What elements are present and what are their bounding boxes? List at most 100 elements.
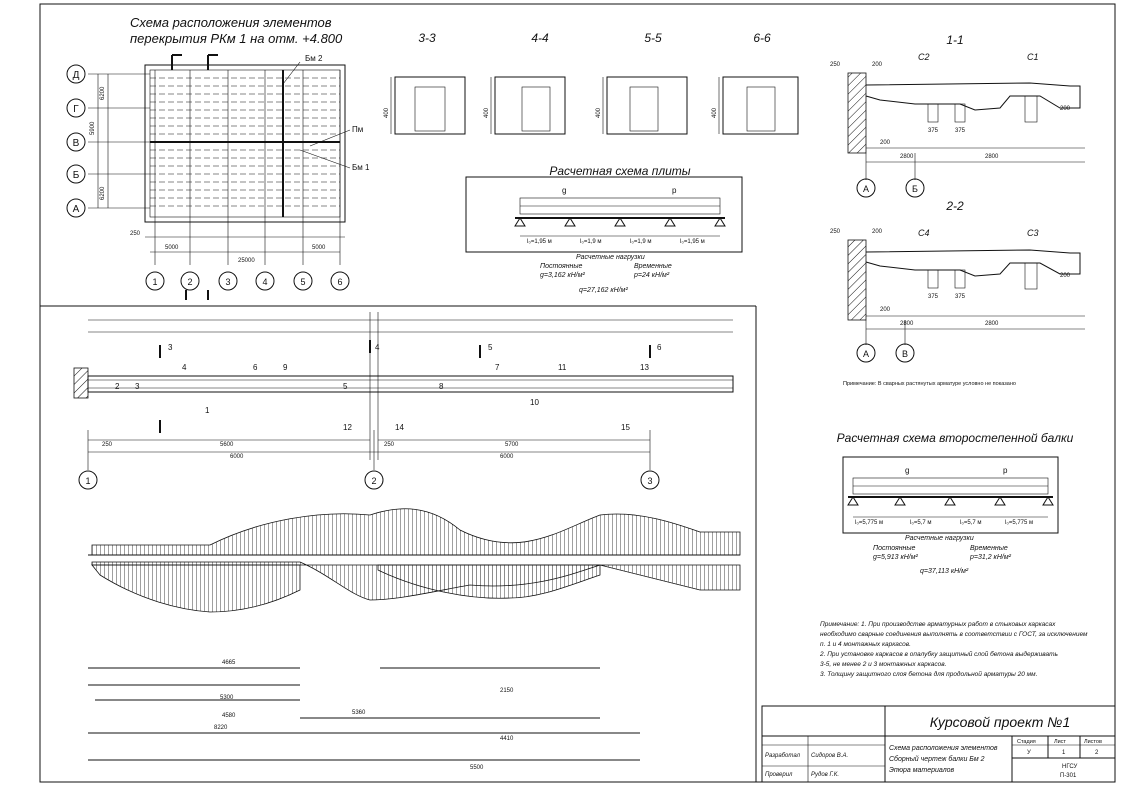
bar-dim: 4410 — [500, 736, 514, 742]
position-mark: 3 — [135, 382, 140, 391]
moment-envelope-top — [91, 508, 741, 556]
support — [564, 217, 576, 227]
bar-dim: 5500 — [470, 765, 484, 771]
beam-dim: 5600 — [220, 442, 234, 448]
position-mark: 4 — [182, 363, 187, 372]
slab-span: l₀=1,9 м — [630, 239, 651, 245]
cut-mark: 6 — [657, 343, 662, 352]
beam-axis-label: 2 — [371, 476, 376, 486]
beam-dim: 250 — [102, 442, 113, 448]
col-axis-bubble — [180, 271, 200, 291]
support — [614, 217, 626, 227]
sect11-label: С1 — [1027, 52, 1039, 62]
axis-bubble — [856, 178, 876, 198]
slab-total-load: q=27,162 кН/м² — [579, 287, 628, 294]
slab-mark: p — [672, 186, 677, 195]
position-mark: 7 — [495, 363, 500, 372]
material-diagram — [88, 508, 741, 613]
col-axis-label: 6 — [337, 277, 342, 287]
plan-rib-lines — [150, 77, 340, 207]
sect22-label: С4 — [918, 228, 930, 238]
support — [944, 496, 956, 506]
project-title: Курсовой проект №1 — [930, 714, 1070, 730]
wall-hatch — [847, 72, 867, 154]
slab-span: l₀=1,95 м — [527, 239, 552, 245]
section-1-1: 1-1 С2 С1 250 200 375 375 200 200 2800 2… — [830, 33, 1085, 198]
section-rib-66 — [746, 86, 776, 132]
support — [664, 217, 676, 227]
col-axis-bubble — [330, 271, 350, 291]
bar-dim: 2150 — [500, 688, 514, 694]
slab-perm-value: g=3,162 кН/м² — [540, 272, 586, 279]
moment-envelope-bottom2 — [377, 564, 601, 599]
position-mark: 2 — [115, 382, 120, 391]
beam-scheme: Расчетная схема второстепенной балки l₀=… — [837, 431, 1074, 575]
row-axis-bubble — [66, 98, 86, 118]
role-label: Проверил — [765, 772, 793, 778]
col-axis-label: 1 — [152, 277, 157, 287]
section-outline-44 — [494, 76, 566, 135]
note-line: 2. При установке каркасов в опалубку защ… — [819, 650, 1059, 658]
section-outline-33 — [394, 76, 466, 135]
plan-dim: 6200 — [100, 86, 106, 100]
slab-profile — [865, 82, 1081, 111]
sect11-dim: 200 — [872, 62, 883, 68]
support — [994, 496, 1006, 506]
sheet-frame — [39, 3, 1116, 783]
position-mark: 9 — [283, 363, 288, 372]
plan-dim: 6200 — [100, 186, 106, 200]
axis-label: Б — [912, 184, 918, 194]
sect22-dim: 200 — [880, 307, 891, 313]
col-axis-bubble — [293, 271, 313, 291]
sect11-label: С2 — [918, 52, 930, 62]
beam-dim: 6000 — [230, 454, 244, 460]
section-height: 400 — [484, 107, 490, 118]
sect11-dim: 2800 — [900, 154, 914, 160]
moment-envelope-bottom — [91, 564, 301, 613]
person-name: Сидоров В.А. — [811, 753, 848, 759]
position-mark: 11 — [558, 363, 567, 372]
bar-dim: 5300 — [220, 695, 234, 701]
support — [894, 496, 906, 506]
role-label: Разработал — [765, 753, 801, 759]
col-header: Лист — [1054, 739, 1066, 745]
beam-perm-value: g=5,913 кН/м² — [873, 554, 919, 561]
sect22-dim: 200 — [1060, 273, 1071, 279]
slab-scheme-frame — [465, 176, 743, 253]
sheets-value: 2 — [1095, 750, 1099, 756]
sect11-dim: 250 — [830, 62, 841, 68]
position-mark: 10 — [530, 398, 539, 407]
section-title: 6-6 — [753, 31, 771, 45]
section-2-2: 2-2 С4 С3 250 200 375 375 200 200 2800 2… — [830, 199, 1085, 363]
row-axis-label: А — [73, 204, 80, 215]
sect22-dim: 375 — [955, 294, 966, 300]
slab-span: l₀=1,95 м — [680, 239, 705, 245]
bar-dim: 5360 — [352, 710, 366, 716]
axis-label: А — [863, 184, 869, 194]
cross-sections: 3-3 4-4 5-5 6-6 400 400 400 400 — [384, 31, 799, 135]
sect22-title: 2-2 — [945, 199, 964, 213]
support — [714, 217, 726, 227]
cut-mark: 4 — [375, 343, 380, 352]
sect11-dim: 2800 — [985, 154, 999, 160]
beam-axis-bubble — [78, 470, 98, 490]
position-mark: 5 — [343, 382, 348, 391]
title-desc: Сборный чертеж балки Бм 2 — [889, 755, 985, 763]
axis-bubble — [895, 343, 915, 363]
plan-title-line1: Схема расположения элементов — [130, 15, 332, 30]
beam-perm-label: Постоянные — [873, 545, 916, 552]
section-title: 5-5 — [644, 31, 662, 45]
org-name: НГСУ — [1062, 764, 1077, 770]
slab-span: l₀=1,9 м — [580, 239, 601, 245]
row-axis-bubble — [66, 164, 86, 184]
beam-axis-label: 3 — [647, 476, 652, 486]
col-axis-label: 2 — [187, 277, 192, 287]
axis-label: А — [863, 349, 869, 359]
note-line: 3-5, не менее 2 и 3 монтажных каркасов. — [820, 661, 947, 668]
beam-span: l₀=5,775 м — [855, 520, 883, 526]
section-rib-44 — [521, 86, 551, 132]
plan-label-beam2: Бм 2 — [305, 54, 323, 63]
slab-scheme: Расчетная схема плиты l₀=1,95 м l₀=1,9 м… — [465, 164, 743, 294]
col-header: Стадия — [1017, 739, 1036, 745]
floor-plan: Схема расположения элементов перекрытия … — [66, 15, 370, 300]
